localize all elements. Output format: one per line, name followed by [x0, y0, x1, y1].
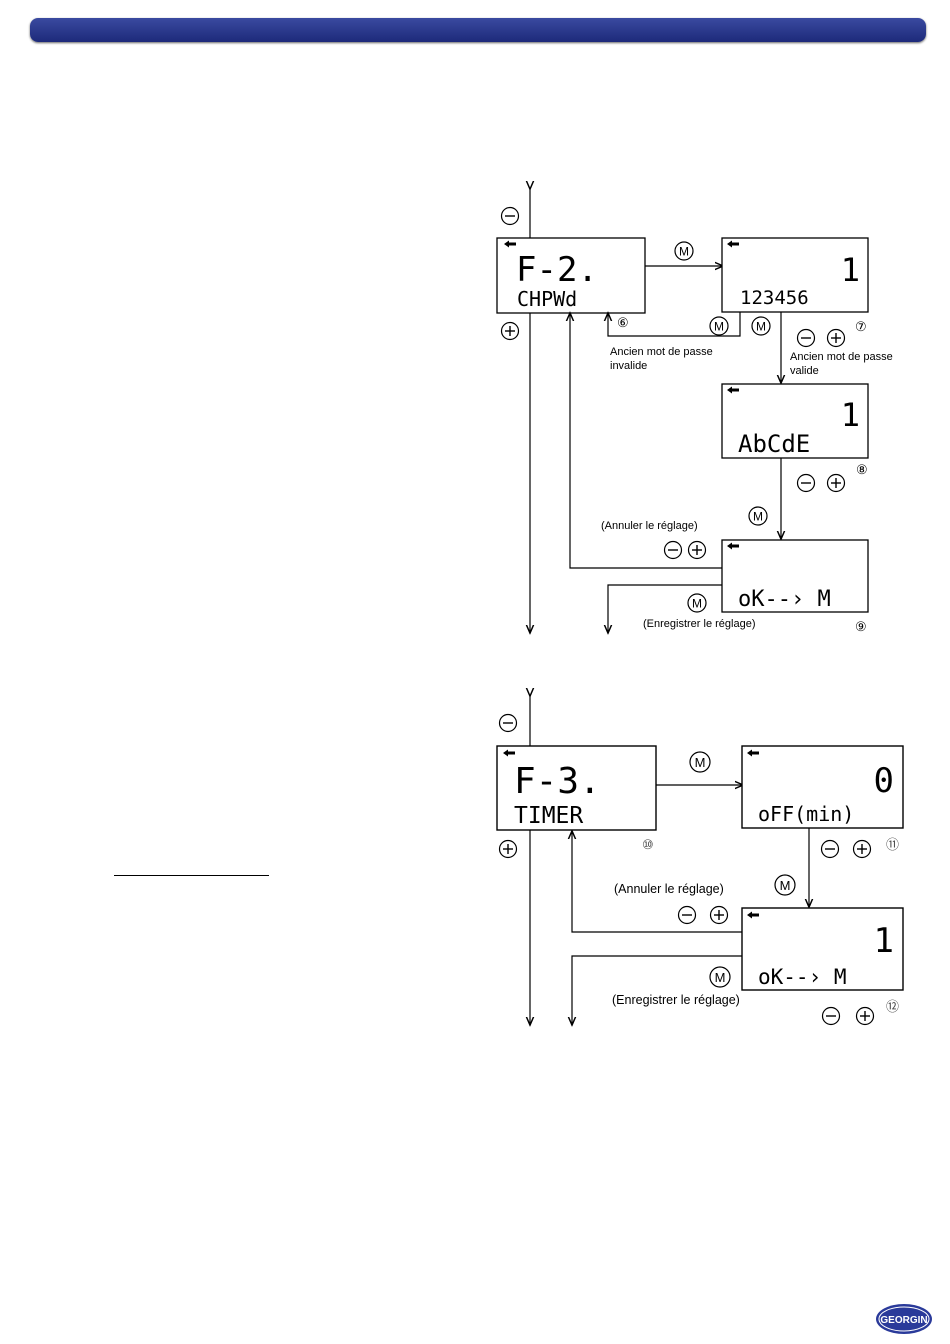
- mode-key-icon: M: [752, 317, 770, 335]
- label-invalid-line2: invalide: [610, 360, 647, 372]
- lcd-f2-bottom: CHPWd: [517, 287, 577, 311]
- plus-icon: [711, 907, 728, 924]
- step-marker-6: ⑥: [617, 315, 629, 330]
- label-save: (Enregistrer le réglage): [612, 993, 740, 1007]
- minus-icon: [679, 907, 696, 924]
- lcd-f3-top: F-3.: [514, 761, 601, 802]
- label-cancel: (Annuler le réglage): [614, 882, 724, 896]
- svg-text:M: M: [753, 510, 763, 524]
- svg-text:M: M: [679, 245, 689, 259]
- plus-icon: [502, 323, 519, 340]
- mode-key-icon: M: [775, 875, 795, 895]
- svg-text:M: M: [715, 970, 726, 985]
- label-valid-line1: Ancien mot de passe: [790, 351, 893, 363]
- plus-icon: [857, 1008, 874, 1025]
- svg-text:M: M: [695, 755, 706, 770]
- step-marker-7: ⑦: [855, 319, 867, 334]
- georgin-logo: GEORGIN: [874, 1302, 934, 1336]
- step-marker-12: ⑫: [886, 999, 899, 1014]
- lcd-confirm-bottom: oK--› M: [738, 587, 831, 612]
- lcd-f3-bottom: TIMER: [514, 803, 583, 829]
- mode-key-icon: M: [710, 317, 728, 335]
- lcd-timer-confirm-bottom: oK--› M: [758, 965, 847, 989]
- diagram-timer: F-3. TIMER ⑩ M 0 oFF(min) ⑪ M 1 oK--› M …: [497, 695, 903, 1025]
- diagram-password: F-2. CHPWd M 1 123456 ⑥ M Ancien mot de …: [497, 188, 893, 634]
- label-save: (Enregistrer le réglage): [643, 618, 756, 630]
- label-cancel: (Annuler le réglage): [601, 520, 698, 532]
- minus-icon: [665, 542, 682, 559]
- lcd-f2-top: F-2.: [516, 250, 598, 290]
- lcd-timer-value-bottom: oFF(min): [758, 802, 854, 826]
- svg-text:M: M: [780, 878, 791, 893]
- mode-key-icon: M: [675, 242, 693, 260]
- minus-icon: [798, 475, 815, 492]
- label-invalid-line1: Ancien mot de passe: [610, 346, 713, 358]
- minus-icon: [822, 841, 839, 858]
- minus-icon: [823, 1008, 840, 1025]
- lcd-old-pass-bottom: 123456: [740, 287, 809, 309]
- step-marker-9: ⑨: [855, 619, 867, 634]
- logo-text: GEORGIN: [880, 1315, 927, 1326]
- step-marker-8: ⑧: [856, 462, 868, 477]
- minus-icon: [798, 330, 815, 347]
- lcd-timer-value-top: 0: [874, 761, 894, 801]
- mode-key-icon: M: [690, 752, 710, 772]
- svg-text:M: M: [692, 597, 702, 611]
- mode-key-icon: M: [710, 967, 730, 987]
- plus-icon: [828, 330, 845, 347]
- lcd-new-pass-top: 1: [841, 396, 860, 434]
- mode-key-icon: M: [749, 507, 767, 525]
- mode-key-icon: M: [688, 594, 706, 612]
- lcd-old-pass-top: 1: [841, 251, 860, 289]
- svg-text:M: M: [714, 320, 724, 334]
- minus-icon: [500, 715, 517, 732]
- label-valid-line2: valide: [790, 365, 819, 377]
- step-marker-11: ⑪: [886, 837, 899, 852]
- lcd-new-pass-bottom: AbCdE: [738, 430, 810, 458]
- svg-text:M: M: [756, 320, 766, 334]
- step-marker-10: ⑩: [642, 837, 654, 852]
- minus-icon: [502, 208, 519, 225]
- plus-icon: [828, 475, 845, 492]
- plus-icon: [689, 542, 706, 559]
- plus-icon: [854, 841, 871, 858]
- lcd-timer-confirm-top: 1: [874, 921, 894, 961]
- plus-icon: [500, 841, 517, 858]
